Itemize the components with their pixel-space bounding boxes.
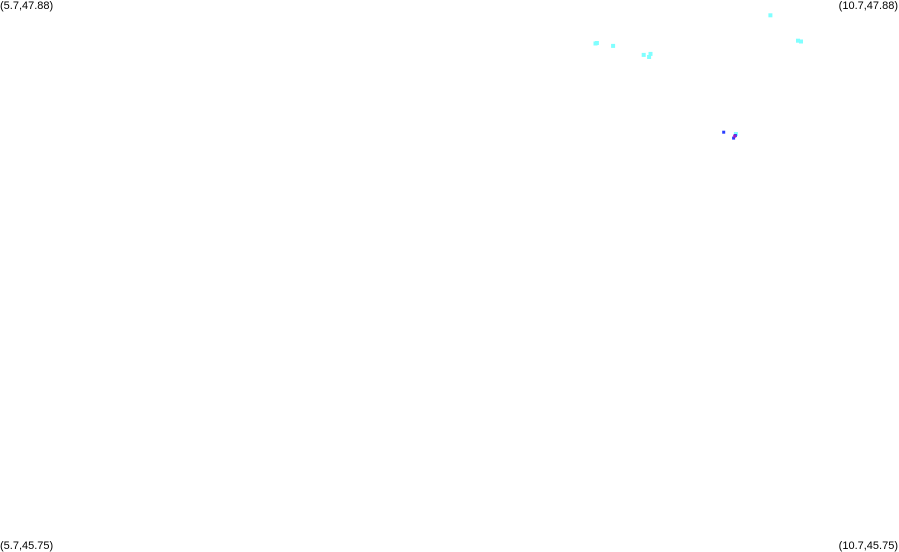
spot-blue-2 bbox=[732, 136, 736, 140]
corner-label-bottom-right: (10.7,45.75) bbox=[838, 540, 898, 552]
corner-label-top-left: (5.7,47.88) bbox=[0, 0, 54, 12]
spot-cyan-6 bbox=[648, 51, 653, 56]
spot-cyan-3 bbox=[611, 43, 616, 48]
corner-label-top-right: (10.7,47.88) bbox=[838, 0, 898, 12]
spot-cyan-8 bbox=[796, 38, 800, 43]
spot-cyan-7 bbox=[768, 13, 773, 18]
spot-cyan-9 bbox=[799, 39, 803, 44]
spot-purple-1 bbox=[733, 134, 737, 138]
spot-cyan-5 bbox=[647, 55, 652, 59]
spot-blue-1 bbox=[722, 130, 726, 134]
spot-cyan-4 bbox=[641, 52, 646, 57]
corner-label-bottom-left: (5.7,45.75) bbox=[0, 540, 54, 552]
spot-cyan-2 bbox=[594, 41, 599, 45]
data-spots-layer bbox=[593, 13, 803, 140]
